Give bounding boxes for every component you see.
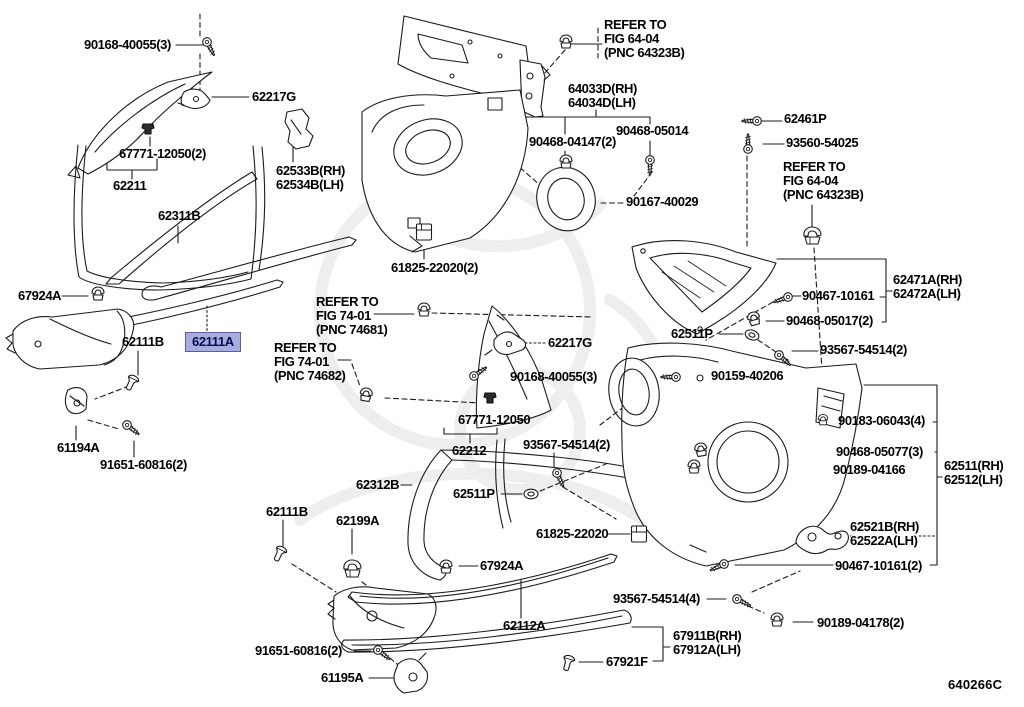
part-label-91651-60816-front[interactable]: 91651-60816(2) [100,457,187,472]
part-front-door-opening-trim-drawing [73,144,266,291]
part-label-93567-54514-4[interactable]: 93567-54514(4) [613,591,700,606]
part-62217g-center-drawing [484,331,527,356]
part-label-62111b-front[interactable]: 62111B [122,334,164,349]
part-label-90168-40055-front[interactable]: 90168-40055(3) [84,37,171,52]
part-label-90468-04147[interactable]: 90468-04147(2) [529,134,616,149]
part-label-90168-40055-center[interactable]: 90168-40055(3) [510,369,597,384]
part-label-61195a[interactable]: 61195A [321,670,364,685]
part-label-62521b-62522a[interactable]: 62521B(RH) 62522A(LH) [850,519,919,548]
refer-note-refer-fig-74-01-a: REFER TO FIG 74-01 (PNC 74681) [316,294,388,337]
part-67911b-drawing [341,609,632,653]
part-oval-garnish-drawing [536,166,596,232]
part-label-62312b[interactable]: 62312B [356,477,400,492]
part-label-62212[interactable]: 62212 [452,443,487,458]
part-label-62217g-center[interactable]: 62217G [548,335,592,350]
part-label-62533b-62534b[interactable]: 62533B(RH) 62534B(LH) [276,163,345,192]
part-quarter-window-garnish-drawing [397,15,533,98]
refer-note-refer-fig-64-04-a: REFER TO FIG 64-04 (PNC 64323B) [604,17,685,60]
part-label-61194a[interactable]: 61194A [57,440,100,455]
part-label-93560-54025[interactable]: 93560-54025 [786,135,859,150]
part-label-62511p-lower[interactable]: 62511P [453,486,495,501]
part-label-90189-04166[interactable]: 90189-04166 [833,462,906,477]
part-62311b-drawing [105,171,258,285]
part-label-67924a-rear[interactable]: 67924A [480,558,524,573]
part-label-90167-40029[interactable]: 90167-40029 [626,194,699,209]
part-label-67911b-67912a[interactable]: 67911B(RH) 67912A(LH) [673,628,742,657]
part-label-62211[interactable]: 62211 [113,178,147,193]
part-label-61825-22020-2[interactable]: 61825-22020(2) [391,260,478,275]
part-label-90159-40206[interactable]: 90159-40206 [711,368,784,383]
part-label-90467-10161-2[interactable]: 90467-10161(2) [835,558,922,573]
part-label-67924a-front[interactable]: 67924A [18,288,62,303]
part-label-62471a-62472a[interactable]: 62471A(RH) 62472A(LH) [893,272,962,301]
part-label-67771-12050-front[interactable]: 67771-12050(2) [119,146,206,161]
part-label-62111b-rear[interactable]: 62111B [266,504,308,519]
part-62217g-front-drawing [177,88,211,110]
part-label-90468-05077[interactable]: 90468-05077(3) [836,444,923,459]
part-62511-panel-drawing [608,342,863,567]
part-label-62217g-front[interactable]: 62217G [252,89,296,104]
part-61194a-bracket-drawing [64,387,88,415]
part-label-67771-12050-center[interactable]: 67771-12050 [458,412,531,427]
part-label-61825-22020[interactable]: 61825-22020 [536,526,609,541]
part-label-67921f[interactable]: 67921F [606,654,648,669]
refer-note-refer-fig-74-01-b: REFER TO FIG 74-01 (PNC 74682) [274,340,346,383]
part-label-62511p-upper[interactable]: 62511P [671,326,713,341]
part-label-93567-54514-2-center[interactable]: 93567-54514(2) [523,437,610,452]
part-quarter-trim-panel-front-drawing [361,89,529,253]
part-61195a-drawing [393,652,429,694]
part-62312b-drawing [407,449,639,581]
part-label-highlighted-62111a[interactable]: 62111A [185,332,241,352]
part-61194a-panel-drawing [5,308,135,370]
part-label-90468-05017[interactable]: 90468-05017(2) [786,313,873,328]
part-label-62112a[interactable]: 62112A [503,618,546,633]
group-brackets [106,109,943,662]
part-label-62511-62512[interactable]: 62511(RH) 62512(LH) [944,458,1004,487]
part-label-62461p[interactable]: 62461P [784,111,827,126]
figure-code-diagram-code: 640266C [948,677,1003,692]
part-62533b-drawing [284,108,314,150]
part-label-90468-05014[interactable]: 90468-05014 [616,123,689,138]
part-label-90189-04178[interactable]: 90189-04178(2) [817,615,904,630]
part-label-93567-54514-2-right[interactable]: 93567-54514(2) [820,342,907,357]
part-label-90467-10161[interactable]: 90467-10161 [802,288,875,303]
part-62471a-drawing [631,240,777,335]
refer-note-refer-fig-64-04-b: REFER TO FIG 64-04 (PNC 64323B) [783,159,864,202]
part-62111a-drawing [96,279,284,331]
part-62521b-drawing [795,525,849,555]
part-label-62311b[interactable]: 62311B [158,208,201,223]
part-label-64033d-64034d[interactable]: 64033D(RH) 64034D(LH) [568,81,637,110]
part-label-91651-60816-rear[interactable]: 91651-60816(2) [255,643,342,658]
part-sill-retainer-strip-drawing [141,236,357,301]
part-label-90183-06043[interactable]: 90183-06043(4) [838,413,925,428]
part-label-62199a[interactable]: 62199A [336,513,380,528]
part-62112a-drawing [347,553,618,605]
